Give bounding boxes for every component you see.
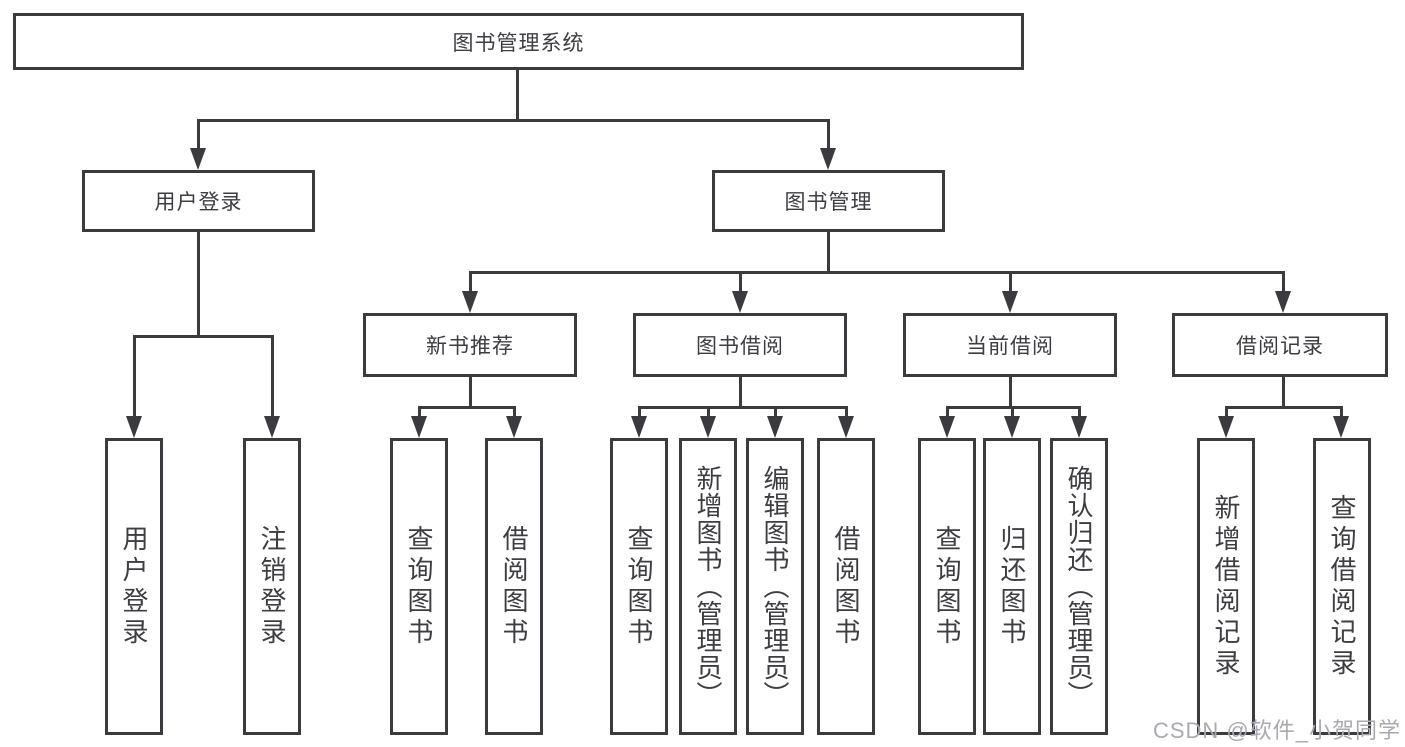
connector-vertical-line: [197, 119, 200, 152]
node-user-login: 用户登录: [82, 170, 315, 232]
connector-vertical-line: [1340, 406, 1343, 420]
leaf-query-books-current: 查询图书: [918, 438, 976, 735]
node-label: 编辑图书（管理员）: [760, 465, 790, 708]
connector-arrowhead-down: [631, 416, 647, 438]
leaf-confirm-return-admin: 确认归还（管理员）: [1050, 438, 1108, 735]
connector-arrowhead-down: [732, 291, 748, 313]
node-label: 用户登录: [154, 191, 243, 214]
connector-arrowhead-down: [767, 416, 783, 438]
connector-vertical-line: [739, 271, 742, 295]
node-label: 查询借阅记录: [1327, 493, 1357, 680]
connector-horizontal-line: [133, 335, 273, 338]
node-label: 确认归还（管理员）: [1064, 465, 1094, 708]
node-label: 归还图书: [997, 524, 1027, 649]
connector-vertical-line: [1009, 377, 1012, 408]
leaf-query-books-borrow: 查询图书: [610, 438, 668, 735]
connector-vertical-line: [946, 406, 949, 420]
connector-arrowhead-down: [190, 148, 206, 170]
leaf-query-books-recommend: 查询图书: [390, 438, 448, 735]
connector-horizontal-line: [1225, 406, 1342, 409]
connector-vertical-line: [1225, 406, 1228, 420]
connector-arrowhead-down: [264, 416, 280, 438]
node-label: 图书借阅: [696, 335, 784, 358]
node-label: 借阅记录: [1236, 335, 1324, 358]
connector-vertical-line: [827, 119, 830, 152]
connector-vertical-line: [827, 232, 830, 273]
leaf-return-book: 归还图书: [983, 438, 1041, 735]
connector-vertical-line: [1011, 406, 1014, 420]
leaf-query-borrow-record: 查询借阅记录: [1313, 438, 1371, 735]
connector-horizontal-line: [946, 406, 1080, 409]
connector-vertical-line: [1009, 271, 1012, 295]
connector-vertical-line: [516, 70, 519, 120]
node-label: 新增图书（管理员）: [693, 465, 723, 708]
node-label: 借阅图书: [831, 524, 861, 649]
connector-vertical-line: [197, 232, 200, 337]
leaf-add-borrow-record: 新增借阅记录: [1197, 438, 1255, 735]
node-label: 查询图书: [404, 524, 434, 649]
connector-arrowhead-down: [506, 416, 522, 438]
node-label: 新书推荐: [426, 335, 514, 358]
connector-arrowhead-down: [1275, 291, 1291, 313]
node-label: 用户登录: [119, 524, 149, 649]
connector-vertical-line: [845, 406, 848, 420]
watermark-text: CSDN @软件_小贺同学: [1152, 718, 1401, 743]
connector-vertical-line: [1078, 406, 1081, 420]
node-label: 新增借阅记录: [1211, 493, 1241, 680]
node-label: 借阅图书: [499, 524, 529, 649]
connector-vertical-line: [638, 406, 641, 420]
leaf-user-login: 用户登录: [105, 438, 163, 735]
connector-vertical-line: [1282, 377, 1285, 408]
connector-horizontal-line: [638, 406, 847, 409]
connector-vertical-line: [513, 406, 516, 420]
leaf-borrow-books: 借阅图书: [817, 438, 875, 735]
connector-arrowhead-down: [462, 291, 478, 313]
connector-arrowhead-down: [820, 148, 836, 170]
leaf-logout: 注销登录: [243, 438, 301, 735]
connector-arrowhead-down: [838, 416, 854, 438]
node-book-management: 图书管理: [712, 170, 945, 232]
node-label: 查询图书: [932, 524, 962, 649]
connector-vertical-line: [418, 406, 421, 420]
node-label: 图书管理系统: [452, 31, 585, 55]
connector-arrowhead-down: [939, 416, 955, 438]
connector-arrowhead-down: [700, 416, 716, 438]
node-borrow-records: 借阅记录: [1172, 313, 1388, 377]
connector-vertical-line: [1282, 271, 1285, 295]
connector-arrowhead-down: [1333, 416, 1349, 438]
leaf-add-book-admin: 新增图书（管理员）: [679, 438, 737, 735]
node-label: 查询图书: [624, 524, 654, 649]
connector-arrowhead-down: [1218, 416, 1234, 438]
node-label: 注销登录: [257, 524, 287, 649]
connector-horizontal-line: [418, 406, 515, 409]
node-label: 当前借阅: [966, 335, 1054, 358]
connector-vertical-line: [739, 377, 742, 408]
connector-arrowhead-down: [1071, 416, 1087, 438]
connector-arrowhead-down: [411, 416, 427, 438]
connector-horizontal-line: [197, 119, 830, 122]
connector-arrowhead-down: [1004, 416, 1020, 438]
connector-vertical-line: [469, 377, 472, 408]
connector-arrowhead-down: [126, 416, 142, 438]
connector-horizontal-line: [469, 271, 1284, 274]
node-book-borrowing: 图书借阅: [633, 313, 847, 377]
leaf-edit-book-admin: 编辑图书（管理员）: [746, 438, 804, 735]
connector-vertical-line: [469, 271, 472, 295]
node-library-system: 图书管理系统: [13, 13, 1024, 70]
node-label: 图书管理: [784, 191, 873, 214]
connector-vertical-line: [774, 406, 777, 420]
connector-vertical-line: [133, 335, 136, 420]
connector-vertical-line: [707, 406, 710, 420]
node-new-book-recommend: 新书推荐: [363, 313, 577, 377]
connector-arrowhead-down: [1002, 291, 1018, 313]
node-current-borrowing: 当前借阅: [903, 313, 1117, 377]
leaf-borrow-books-recommend: 借阅图书: [485, 438, 543, 735]
connector-vertical-line: [271, 335, 274, 420]
